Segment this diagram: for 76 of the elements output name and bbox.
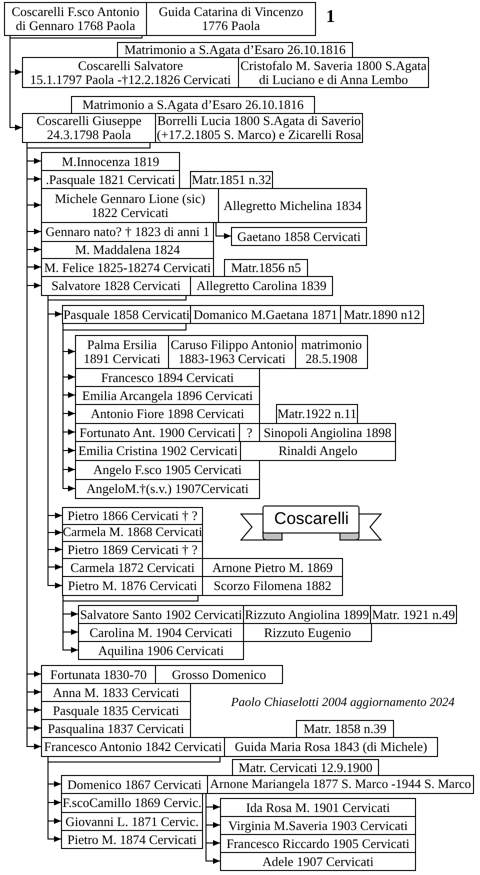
marriage-record-box: Matrimonio a S.Agata d’Esaro 26.10.1816 (71, 96, 315, 114)
person-box: Pasquale 1835 Cervicati (41, 701, 191, 720)
person-box: Anna M. 1833 Cervicati (41, 683, 191, 702)
marriage-record-box: Matr.1851 n.32 (190, 171, 273, 189)
person-box: Adele 1907 Cervicati (220, 852, 416, 871)
person-box: Michele Gennaro Lione (sic) 1822 Cervicati (41, 188, 219, 223)
person-box: Carmela M. 1868 Cervicati (62, 524, 203, 542)
person-box: Palma Ersilia 1891 Cervicati (75, 335, 169, 369)
person-box: Borrelli Lucia 1800 S.Agata di Saverio (+17.2.1805 S. Marco) e Zicarelli Rosa (155, 113, 363, 143)
person-box: Rizzuto Eugenio (243, 623, 372, 642)
person-box: Guida Maria Rosa 1843 (di Michele) (224, 737, 438, 757)
arrow (48, 756, 220, 842)
person-box: Angelo F.sco 1905 Cervicati (75, 460, 260, 480)
author-credit: Paolo Chiaselotti 2004 aggiornamento 2024 (231, 695, 455, 710)
marriage-record-box: Matr. 1921 n.49 (370, 605, 457, 624)
person-box: Allegretto Michelina 1834 (218, 188, 367, 223)
marriage-record-box: Matr. Cervicati 12.9.1900 (232, 759, 379, 776)
person-box: Allegretto Carolina 1839 (190, 276, 333, 296)
arrow (62, 594, 78, 635)
person-box: Pietro M. 1876 Cervicati (62, 576, 203, 596)
marriage-record-box: Matr. 1858 n.39 (296, 720, 394, 738)
ribbon-banner: Coscarelli (240, 504, 383, 543)
person-box: Salvatore Santo 1902 Cervicati (78, 605, 244, 624)
person-box: Francesco Riccardo 1905 Cervicati (220, 834, 416, 853)
person-box: Cristofalo M. Saveria 1800 S.Agata di Luciano e di Anna Lembo (238, 57, 429, 88)
person-box: Domenico 1867 Cervicati (61, 775, 208, 794)
person-box: Sinopoli Angiolina 1898 (259, 423, 396, 442)
arrow (26, 142, 150, 750)
person-box: Rizzuto Angiolina 1899 (243, 605, 371, 624)
person-box: Coscarelli Giuseppe 24.3.1798 Paola (22, 113, 156, 143)
arrow (62, 322, 186, 492)
person-box: Gennaro nato? † 1823 di anni 1 (41, 222, 214, 242)
person-box: Salvatore 1828 Cervicati (41, 276, 191, 296)
person-box: F.scoCamillo 1869 Cervic. (61, 793, 203, 813)
marriage-record-box: Matr.1856 n5 (224, 259, 308, 277)
arrow (48, 756, 62, 824)
person-box: Arnone Mariangela 1877 S. Marco -1944 S. Marco (207, 775, 474, 794)
person-box: Pasquale 1858 Cervicati (62, 305, 191, 324)
person-box: Guida Catarina di Vincenzo 1776 Paola (146, 2, 316, 36)
arrow (10, 34, 22, 75)
person-box: .Pasquale 1821 Cervicati (41, 170, 180, 189)
arrow (48, 294, 186, 588)
person-box: Fortunata 1830-70 (41, 665, 156, 684)
person-box: AngeloM.†(s.v.) 1907Cervicati (75, 479, 260, 499)
person-box: M.Innocenza 1819 (41, 152, 180, 171)
person-box: Pietro 1866 Cervicati † ? (62, 507, 203, 525)
person-box: M. Felice 1825-18274 Cervicati (41, 258, 214, 277)
person-box: Coscarelli Salvatore 15.1.1797 Paola -†12.2.1826 Cervicati (22, 57, 239, 88)
arrow (10, 34, 142, 130)
person-box: Aquilina 1906 Cervicati (78, 641, 244, 660)
person-box: Ida Rosa M. 1901 Cervicati (220, 798, 416, 817)
marriage-record-box: Matr.1922 n.11 (276, 404, 358, 424)
person-box: Pietro 1869 Cervicati † ? (62, 541, 203, 559)
marriage-record-box: Matr.1890 n12 (340, 305, 424, 324)
arrow (62, 594, 198, 653)
arrow (216, 222, 232, 239)
marriage-record-box: matrimonio 28.5.1908 (295, 335, 368, 369)
person-box: Pasqualina 1837 Cervicati (41, 719, 191, 738)
person-box: M. Maddalena 1824 (41, 241, 214, 259)
sheet-number: 1 (326, 6, 335, 26)
person-box: Antonio Fiore 1898 Cervicati (75, 404, 260, 424)
person-box: Arnone Pietro M. 1869 (202, 558, 343, 577)
person-box: Caruso Filippo Antonio 1883-1963 Cervicati (168, 335, 296, 369)
person-box: Domanico M.Gaetana 1871 (190, 305, 341, 324)
person-box: Grosso Domenico (155, 665, 283, 684)
person-box: Emilia Arcangela 1896 Cervicati (75, 386, 260, 405)
arrow (206, 792, 220, 864)
person-box: Francesco Antonio 1842 Cervicati (41, 737, 225, 757)
person-box: Giovanni L. 1871 Cervic. (61, 812, 203, 831)
person-box: Coscarelli F.sco Antonio di Gennaro 1768 Paola (4, 2, 147, 36)
person-box: Pietro M. 1874 Cervicati (61, 830, 203, 849)
person-box: Scorzo Filomena 1882 (202, 576, 343, 596)
person-box: Gaetano 1858 Cervicati (231, 227, 367, 246)
person-box: Francesco 1894 Cervicati (75, 368, 260, 387)
person-box: Virginia M.Saveria 1903 Cervicati (220, 816, 416, 835)
marriage-record-box: Matrimonio a S.Agata d’Esaro 26.10.1816 (117, 42, 353, 58)
